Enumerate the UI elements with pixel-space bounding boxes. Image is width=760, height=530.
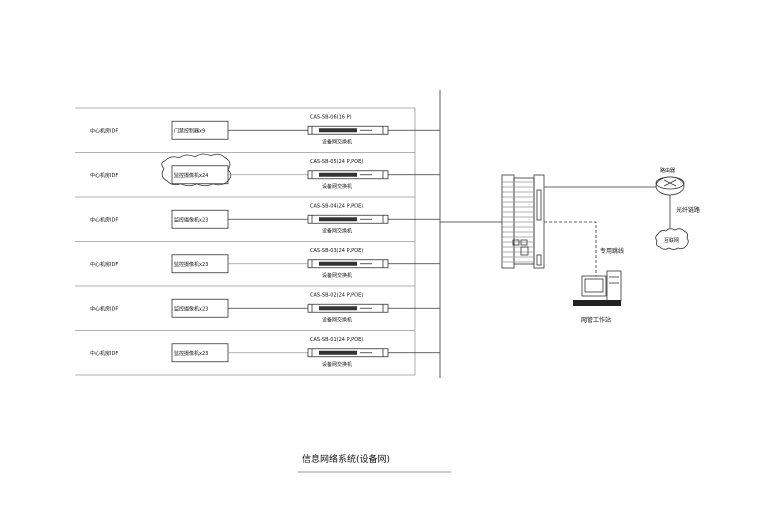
cloud-icon <box>161 153 232 187</box>
switch-model-label: CAS-SB-01(24 P,POE) <box>310 337 363 343</box>
switch-model-label: CAS-SB-02(24 P,POE) <box>310 292 363 298</box>
router-label: 路由器 <box>660 167 675 174</box>
location-label: 中心机房IDF <box>90 350 118 357</box>
workstation-label: 网管工作站 <box>581 316 611 324</box>
device-label: 监控摄像机x23 <box>174 216 208 223</box>
device-label: 监控摄像机x24 <box>174 172 208 179</box>
fiber-link-label: 光纤链路 <box>676 206 700 214</box>
switch-icon <box>307 125 389 135</box>
switch-model-label: CAS-SB-06(16 P) <box>310 114 352 120</box>
switch-model-label: CAS-SB-04(24 P,POE) <box>310 203 363 209</box>
router-icon <box>655 176 685 196</box>
switch-name-label: 设备网交换机 <box>322 272 352 279</box>
row: 中心机房IDF 监控摄像机x24 CAS-SB-05(24 P,POE) 设备网交换机 <box>75 152 440 198</box>
device-label: 门禁控制器x9 <box>174 127 205 134</box>
device-label: 监控摄像机x23 <box>174 350 208 357</box>
switch-name-label: 设备网交换机 <box>322 361 352 368</box>
switch-model-label: CAS-SB-03(24 P,POE) <box>310 248 363 254</box>
switch-name-label: 设备网交换机 <box>322 138 352 145</box>
device-label: 监控摄像机x23 <box>174 261 208 268</box>
row: 中心机房IDF 监控摄像机x23 CAS-SB-02(24 P,POE) 设备网交换机 <box>75 286 440 331</box>
location-label: 中心机房IDF <box>90 261 118 268</box>
location-label: 中心机房IDF <box>90 305 118 312</box>
location-label: 中心机房IDF <box>90 172 118 179</box>
switch-name-label: 设备网交换机 <box>322 316 352 323</box>
row: 中心机房IDF 门禁控制器x9 CAS-SB-06(16 P) 设备网交换机 <box>75 108 440 153</box>
row: 中心机房IDF 监控摄像机x23 CAS-SB-03(24 P,POE) 设备网交换机 <box>75 241 440 287</box>
switch-icon <box>307 259 389 269</box>
row: 中心机房IDF 监控摄像机x23 CAS-SB-01(24 P,POE) 设备网交换机 <box>75 330 440 376</box>
workstation-icon <box>573 270 622 306</box>
location-label: 中心机房IDF <box>90 127 118 134</box>
switch-name-label: 设备网交换机 <box>322 183 352 190</box>
core-rack <box>501 174 545 269</box>
patch-cord-label: 专用跳线 <box>600 247 624 255</box>
patch-cord-line <box>544 221 597 276</box>
internet-label: 互联网 <box>664 237 679 244</box>
internet-cloud-icon <box>655 228 689 250</box>
switch-icon <box>307 170 389 180</box>
switch-icon <box>307 214 389 224</box>
row: 中心机房IDF 监控摄像机x23 CAS-SB-04(24 P,POE) 设备网交换机 <box>75 197 440 242</box>
location-label: 中心机房IDF <box>90 216 118 223</box>
switch-icon <box>307 348 389 358</box>
switch-name-label: 设备网交换机 <box>322 227 352 234</box>
diagram-title: 信息网络系统(设备网) <box>302 453 390 465</box>
device-label: 监控摄像机x23 <box>174 305 208 312</box>
switch-icon <box>307 303 389 313</box>
switch-model-label: CAS-SB-05(24 P,POE) <box>310 159 363 165</box>
